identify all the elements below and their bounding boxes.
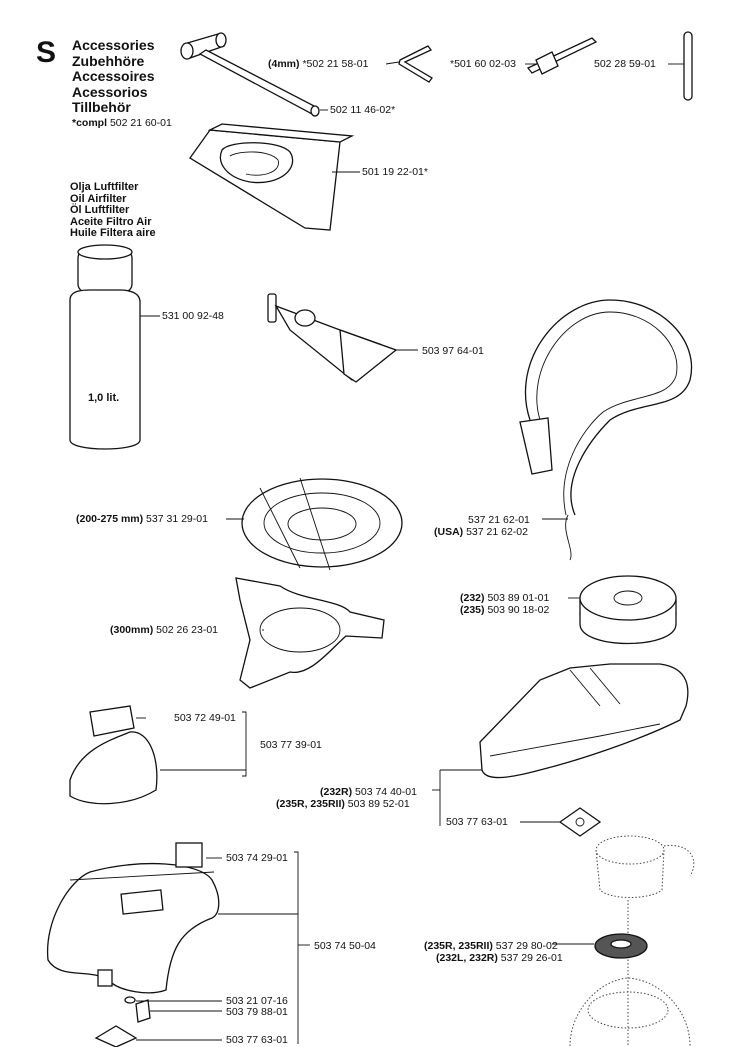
part-number: 502 26 23-01	[156, 624, 218, 636]
label-prefix: (232)	[460, 592, 485, 604]
label-washer-235r: (235R, 235RII) 537 29 80-02	[424, 940, 558, 952]
harness-drawing	[519, 299, 693, 561]
label-grease-tube: 503 97 64-01	[422, 345, 484, 357]
oil-title-line: Aceite Filtro Air	[70, 215, 152, 228]
part-number: 503 89 01-01	[487, 592, 550, 604]
oil-bottle-drawing	[69, 244, 160, 450]
compl-line: *compl 502 21 60-01	[72, 117, 172, 129]
label-prefix: (232L, 232R)	[436, 952, 498, 964]
title-line: Acessorios	[72, 83, 148, 100]
title-line: Accessoires	[72, 68, 155, 84]
label-prefix: (4mm)	[268, 58, 300, 70]
label-wrench-4mm: (4mm) *502 21 58-01	[268, 58, 368, 70]
large-guard-drawing	[432, 663, 689, 826]
tool-bag-drawing	[189, 123, 360, 231]
part-number: 537 29 80-02	[495, 940, 558, 952]
label-harness-usa: (USA) 537 21 62-02	[434, 526, 528, 538]
label-small-guard-kit: 503 77 39-01	[260, 739, 322, 751]
label-prefix: (USA)	[434, 526, 464, 538]
label-large-guard-232r: (232R) 503 74 40-01	[320, 786, 417, 798]
label-rod: 502 28 59-01	[594, 58, 656, 70]
label-decal: 503 74 29-01	[226, 852, 288, 864]
grease-tube-drawing	[267, 293, 418, 383]
section-titles: Accessories Zubehhöre Accessoires Acesso…	[72, 37, 155, 116]
socket-wrench-drawing	[180, 32, 328, 117]
label-guard-kit: 503 74 50-04	[314, 940, 376, 952]
compl-number: 502 21 60-01	[109, 117, 172, 129]
label-oil-bottle: 531 00 92-48	[162, 310, 224, 322]
hex-key-drawing	[385, 45, 433, 83]
part-number: 503 89 52-01	[347, 798, 410, 810]
part-number: 537 21 62-02	[466, 526, 528, 538]
spool-drawing	[568, 575, 677, 645]
label-socket-wrench: 502 11 46-02*	[330, 104, 396, 116]
section-letter: S	[36, 36, 57, 69]
label-washer-232l: (232L, 232R) 537 29 26-01	[436, 952, 563, 964]
part-number: 537 31 29-01	[146, 513, 208, 525]
compl-prefix: *compl	[72, 117, 108, 129]
oil-title-line: Oil Airfilter	[70, 192, 127, 205]
title-line: Zubehhöre	[72, 52, 145, 69]
label-harness: 537 21 62-01	[468, 514, 530, 526]
label-plate-bottom: 503 77 63-01	[226, 1034, 288, 1046]
label-pin: *501 60 02-03	[450, 58, 516, 70]
label-screw: 503 21 07-16	[226, 995, 288, 1007]
label-prefix: (200-275 mm)	[76, 513, 144, 525]
title-line: Accessories	[72, 37, 155, 53]
rod-drawing	[668, 31, 693, 101]
label-plate-right: 503 77 63-01	[446, 816, 508, 828]
small-guard-drawing	[69, 705, 247, 805]
label-prefix: (235R, 235RII)	[276, 798, 345, 810]
part-number: 503 74 40-01	[355, 786, 417, 798]
blade-guard-drawing	[226, 477, 403, 571]
label-bag: 501 19 22-01*	[362, 166, 428, 178]
label-clip: 503 79 88-01	[226, 1006, 288, 1018]
pin-drawing	[525, 37, 598, 75]
oil-title-line: Öl Luftfilter	[70, 204, 130, 216]
label-large-guard-235r: (235R, 235RII) 503 89 52-01	[276, 798, 410, 810]
label-blade-guard: (200-275 mm) 537 31 29-01	[76, 513, 208, 525]
label-prefix: (300mm)	[110, 624, 154, 636]
plate-right-drawing	[558, 807, 602, 837]
oil-title-line: Huile Filtera aire	[70, 227, 156, 239]
oil-title-line: Olja Luftfilter	[70, 181, 139, 193]
support-300mm-drawing	[235, 577, 385, 689]
label-support-300mm: (300mm) 502 26 23-01	[110, 624, 218, 636]
part-number: *502 21 58-01	[302, 58, 369, 70]
trimmer-head-drawing	[552, 835, 695, 1047]
bottle-volume: 1,0 lit.	[88, 392, 120, 404]
title-line: Tillbehör	[72, 99, 131, 115]
guard-kit-drawing	[46, 842, 310, 1047]
label-bracket: 503 72 49-01	[174, 712, 236, 724]
label-prefix: (232R)	[320, 786, 353, 798]
label-prefix: (235)	[460, 604, 485, 616]
label-prefix: (235R, 235RII)	[424, 940, 493, 952]
label-spool-235: (235) 503 90 18-02	[460, 604, 549, 616]
part-number: 503 90 18-02	[487, 604, 550, 616]
part-number: 537 29 26-01	[500, 952, 563, 964]
label-spool-232: (232) 503 89 01-01	[460, 592, 549, 604]
oil-titles: Olja Luftfilter Oil Airfilter Öl Luftfil…	[70, 181, 156, 240]
